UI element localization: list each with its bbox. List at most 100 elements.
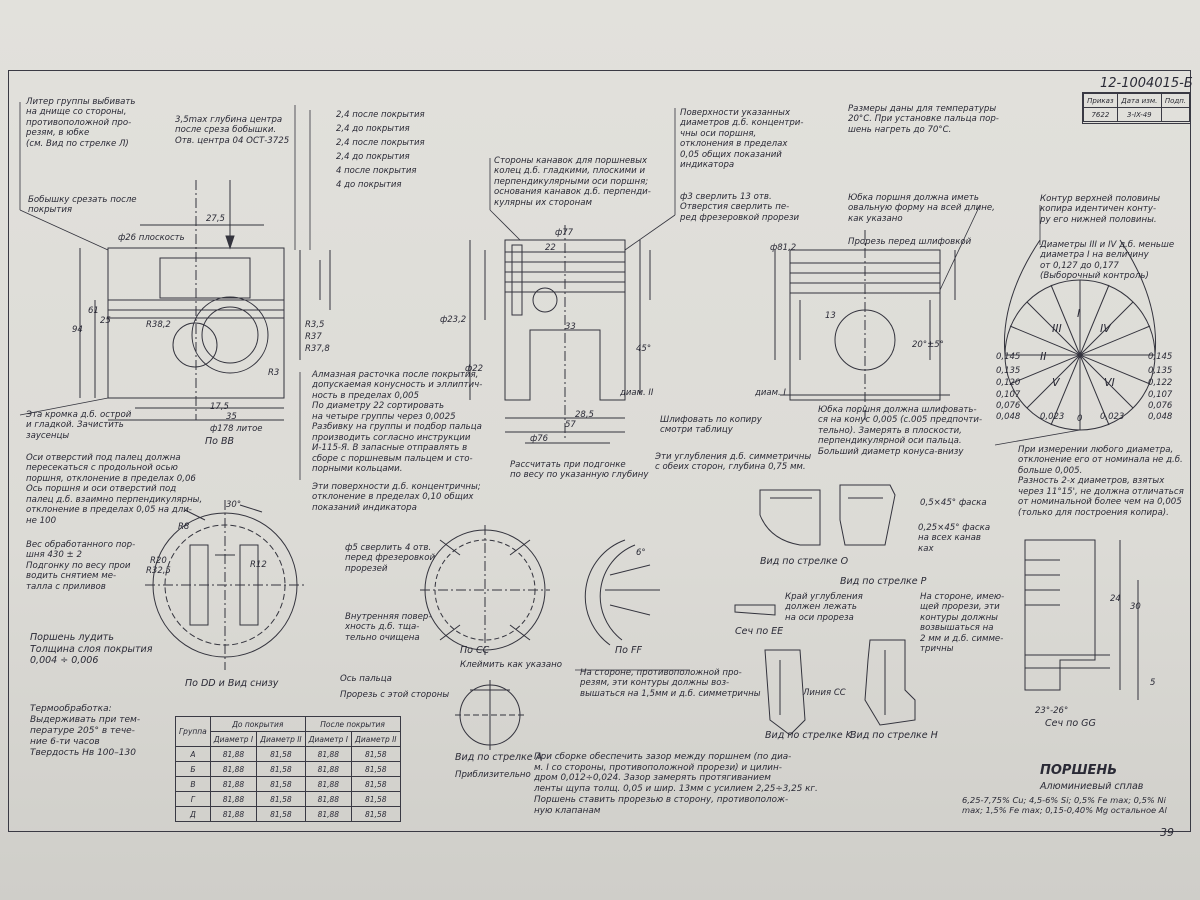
group-table-head-group: Группа <box>175 716 211 747</box>
note-heat: Термообработка: Выдерживать при тем- пер… <box>30 704 141 758</box>
label-view-dd: По DD и Вид снизу <box>185 678 279 689</box>
dim-a23: 23°-26° <box>1035 706 1069 716</box>
note-weight: Вес обработанного пор- шня 430 ± 2 Подго… <box>26 540 136 592</box>
cell: 81,58 <box>256 791 306 807</box>
copier-diagram <box>1003 239 1157 431</box>
dim-275: 27,5 <box>206 214 225 224</box>
doc-number: 12-1004015-Б <box>1100 76 1193 91</box>
copier-right-1: 0,135 <box>1148 366 1173 376</box>
label-view-o: Вид по стрелке O <box>760 556 849 567</box>
note-grind: Шлифовать по копиру смотри таблицу <box>660 415 762 436</box>
note-notch: Край углубления должен лежать на оси про… <box>785 592 863 623</box>
dim-13: 13 <box>825 311 836 321</box>
note-inner: Внутренняя повер- хность д.б. тща- тельн… <box>345 612 432 643</box>
note-measure: При измерении любого диаметра, отклонени… <box>1018 445 1184 518</box>
label-view-a: Вид по стрелке A <box>455 752 543 763</box>
label-diam-i: диам. I <box>755 388 786 398</box>
copier-right-2: 0,122 <box>1148 378 1173 388</box>
note-tin: Поршень лудить Толщина слоя покрытия 0,0… <box>30 632 153 667</box>
note-chamfer2: 0,25×45° фаска на всех канав ках <box>918 523 991 554</box>
table-row: А 81,88 81,58 81,88 81,58 <box>175 746 401 762</box>
note-contour: Контур верхней половины копира идентичен… <box>1040 194 1161 225</box>
leader-lines <box>19 102 1081 671</box>
label-section-gg: Сеч по GG <box>1045 718 1096 729</box>
dim-d232: ф23,2 <box>440 315 467 325</box>
dim-61: 61 <box>88 306 99 316</box>
label-view-ff: По FF <box>615 645 642 656</box>
copier-bottom-0: 0,023 <box>1040 412 1065 422</box>
cell: 81,88 <box>304 761 352 777</box>
dim-d26: ф26 плоскость <box>118 233 185 243</box>
note-axis-pin: Ось пальца <box>340 674 392 684</box>
group-table: Группа До покрытия После покрытия Диамет… <box>175 716 401 822</box>
view-cc <box>420 525 550 655</box>
copier-label-iv: IV <box>1100 322 1111 335</box>
note-cut-boss: Бобышку срезать после покрытия <box>28 195 137 216</box>
group-table-head-d1: Диаметр I <box>209 731 258 747</box>
group-table-head-d2: Диаметр II <box>256 731 306 747</box>
dim-175: 17,5 <box>210 402 229 412</box>
note-depth: 3,5max глубина центра после среза бобышк… <box>175 115 290 146</box>
note-diamond: Алмазная расточка после покрытия, допуск… <box>312 370 483 475</box>
dim-a6: 6° <box>636 548 646 558</box>
dim-33: 33 <box>565 322 576 332</box>
cell: 81,58 <box>256 776 306 792</box>
copier-bottom-1: 0 <box>1077 414 1083 424</box>
copier-bottom-2: 0,023 <box>1100 412 1125 422</box>
cell: 81,58 <box>256 746 306 762</box>
copier-left-3: 0,107 <box>996 390 1021 400</box>
dim-57: 57 <box>565 420 576 430</box>
part-name: ПОРШЕНЬ <box>1040 763 1118 778</box>
cell: 81,58 <box>350 791 401 807</box>
note-surfaces: Поверхности указанных диаметров д.б. кон… <box>680 108 804 171</box>
dim-callout-4: 2,4 до покрытия <box>336 152 410 162</box>
group-table-head-d1b: Диаметр I <box>304 731 352 747</box>
table-row: Б 81,88 81,58 81,88 81,58 <box>175 761 401 777</box>
dim-r325: R32,5 <box>146 566 171 576</box>
dim-r378: R37,8 <box>305 344 330 354</box>
copier-label-ii: II <box>1040 350 1047 363</box>
note-concentric: Эти поверхности д.б. концентричны; откло… <box>312 482 481 513</box>
view-op <box>759 484 896 546</box>
label-view-k: Вид по стрелке K <box>765 730 852 741</box>
dim-r20: R20 <box>150 556 167 566</box>
note-cone: Юбка поршня должна шлифовать- ся на кону… <box>818 405 983 457</box>
copier-right-0: 0,145 <box>1148 352 1173 362</box>
dim-d22: ф22 <box>465 364 484 374</box>
cell: Д <box>175 806 211 822</box>
cell: А <box>175 746 211 762</box>
cell: 81,58 <box>350 761 401 777</box>
note-assembly: При сборке обеспечить зазор между поршне… <box>534 752 818 816</box>
dim-callout-3: 2,4 после покрытия <box>336 138 425 148</box>
note-approx: Приблизительно <box>455 770 531 780</box>
view-bb <box>79 180 331 421</box>
copier-label-iii: III <box>1052 322 1062 335</box>
view-ring-section <box>469 225 651 444</box>
dim-r37: R37 <box>305 332 322 342</box>
cell: 81,88 <box>304 776 352 792</box>
note-diam-group: Диаметры III и IV д.б. меньше диаметра I… <box>1040 240 1175 282</box>
cell: 81,58 <box>350 806 401 822</box>
section-ee <box>734 604 776 616</box>
dim-callout-2: 2,4 до покрытия <box>336 124 410 134</box>
cell: 81,88 <box>209 791 258 807</box>
copier-label-i: I <box>1077 307 1081 320</box>
dim-35: 35 <box>226 412 237 422</box>
copier-right-3: 0,107 <box>1148 390 1173 400</box>
dim-94: 94 <box>72 325 83 335</box>
view-dd <box>145 500 305 670</box>
copier-right-5: 0,048 <box>1148 412 1173 422</box>
group-table-head-d2b: Диаметр II <box>350 731 401 747</box>
dim-r3: R3 <box>268 368 280 378</box>
label-view-cc: По CC <box>460 645 490 656</box>
revision-table: Приказ Дата изм. Подп. 7622 3-IX-49 <box>1082 92 1191 124</box>
dim-callout-6: 4 до покрытия <box>336 180 402 190</box>
dim-25: 25 <box>100 316 111 326</box>
copier-right-4: 0,076 <box>1148 401 1173 411</box>
cell: 81,88 <box>209 761 258 777</box>
note-edge: Эта кромка д.б. острой и гладкой. Зачист… <box>26 410 132 441</box>
cell: 81,88 <box>209 776 258 792</box>
label-diam-ii: диам. II <box>620 388 654 398</box>
